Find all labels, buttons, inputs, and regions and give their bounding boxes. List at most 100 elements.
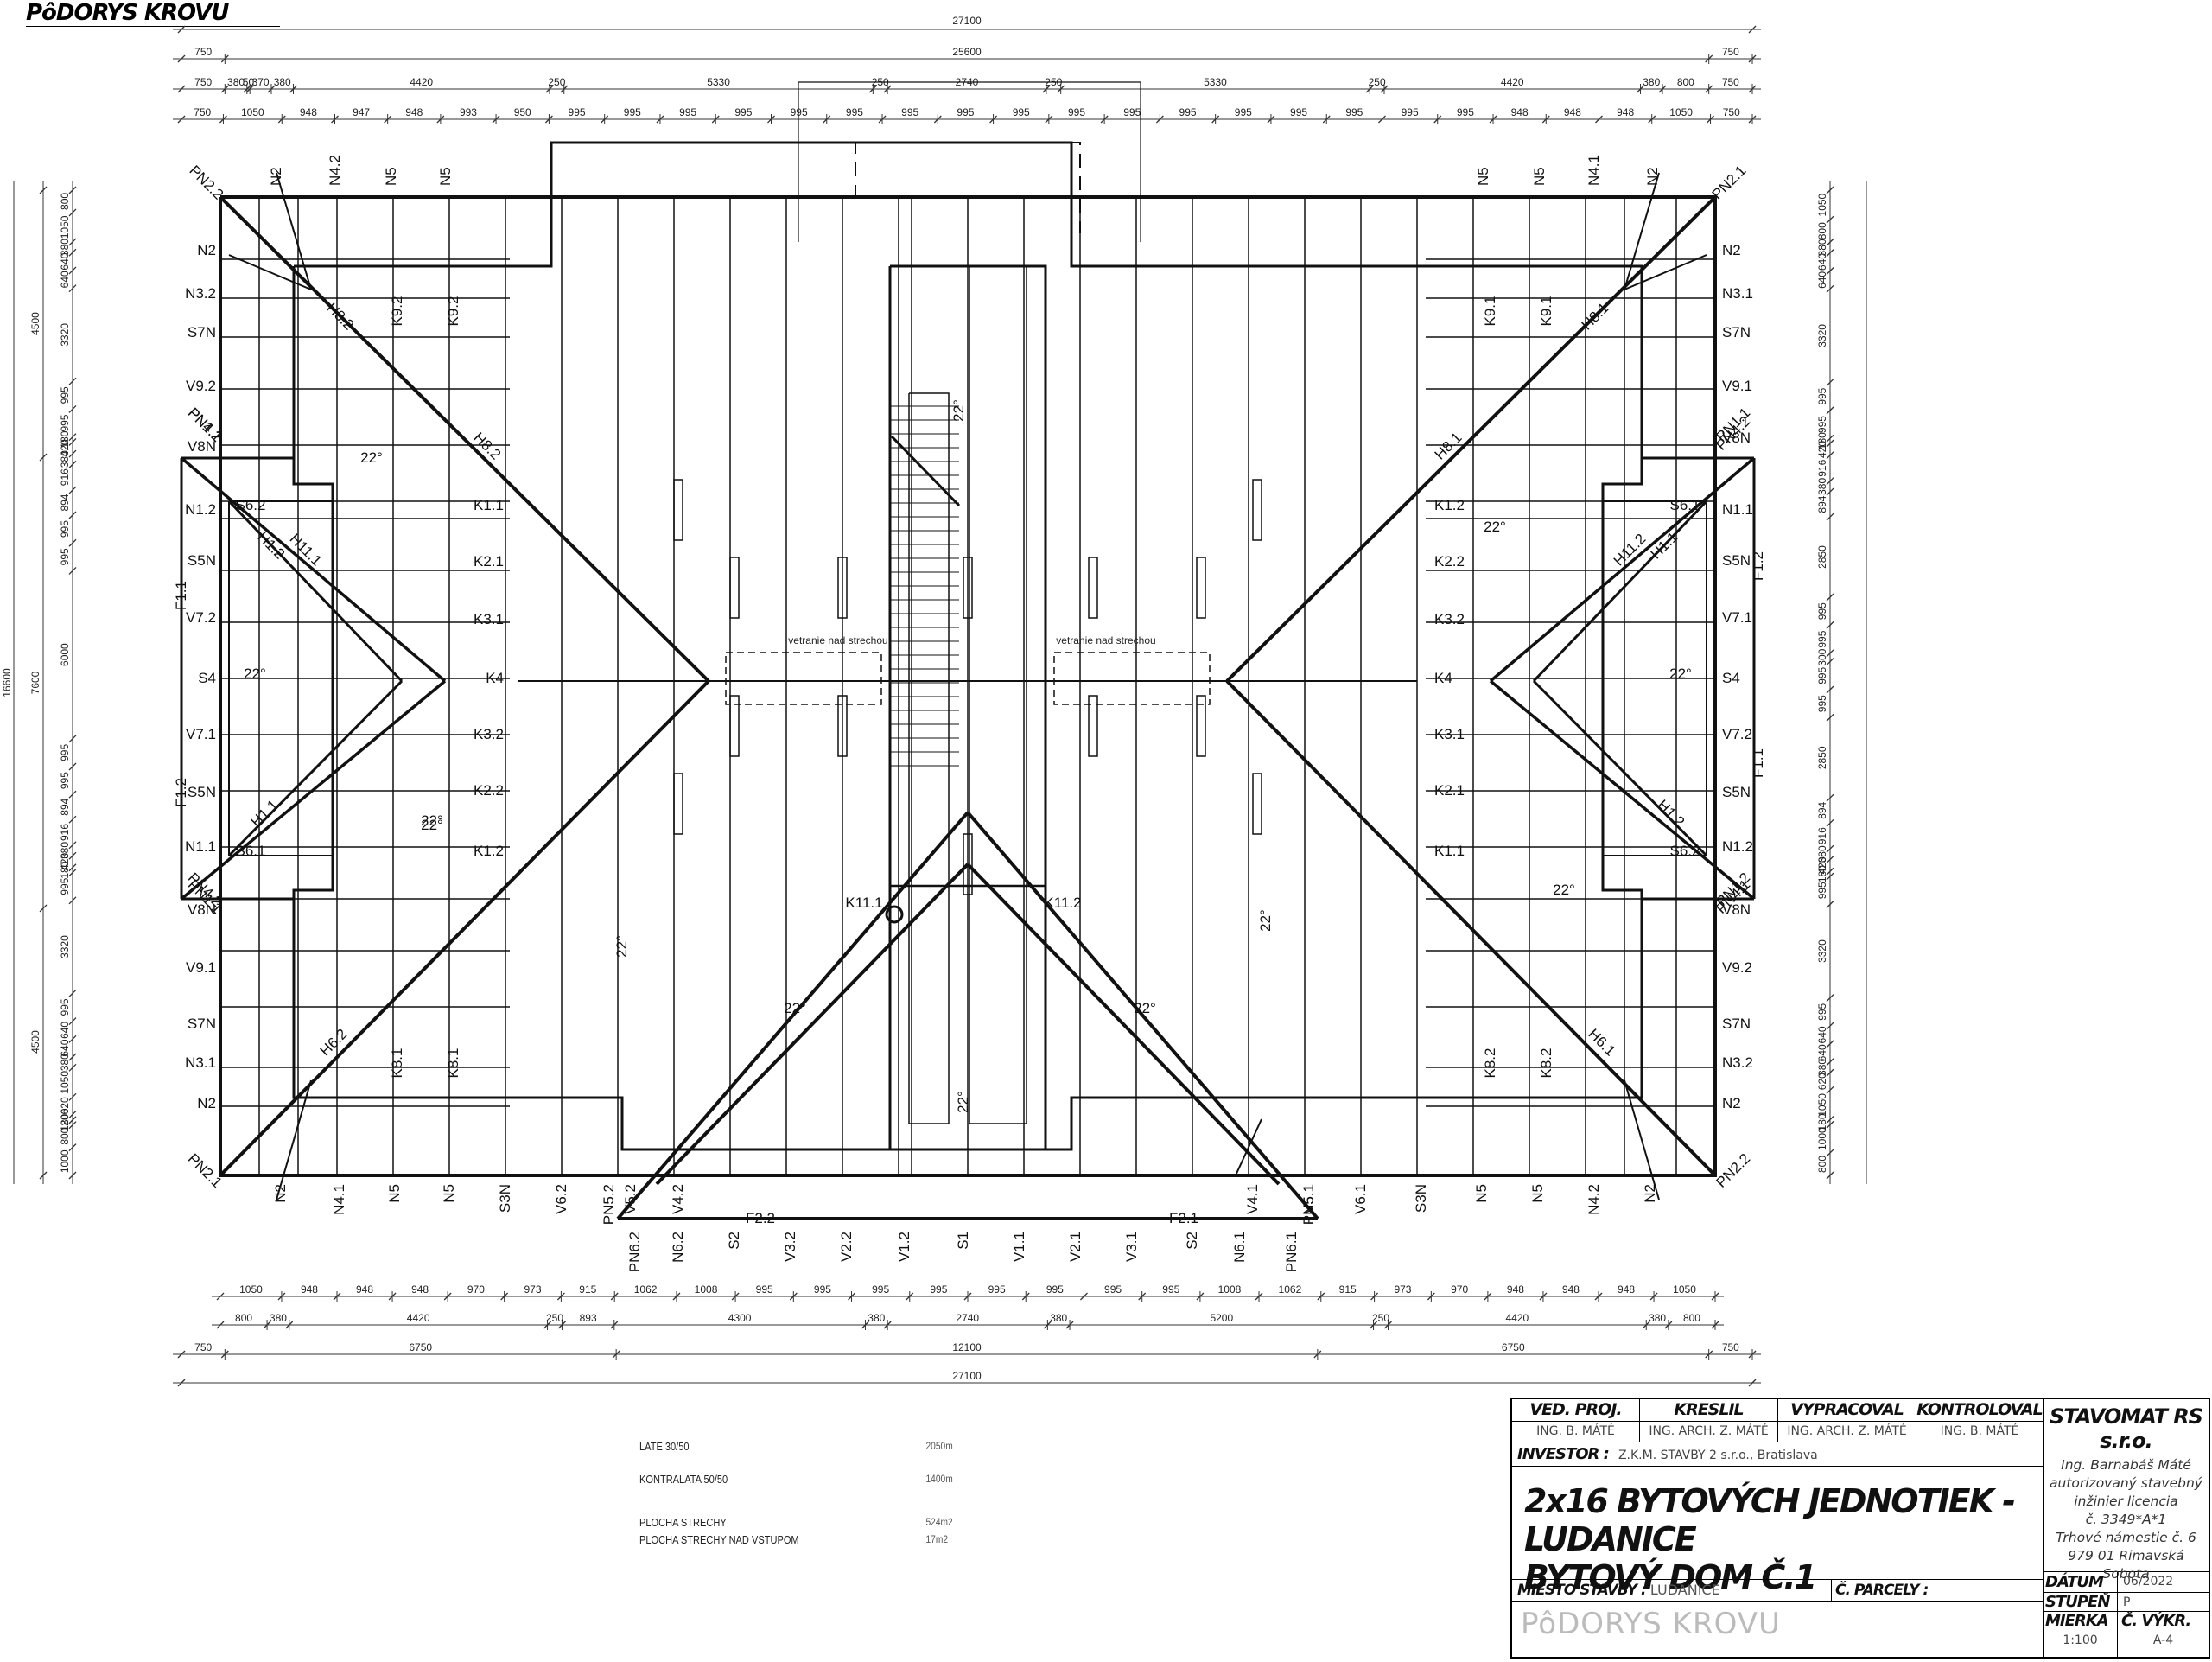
label-bottom: V6.2	[553, 1184, 569, 1214]
dim-value: 180	[59, 430, 71, 448]
corner-strut	[228, 254, 312, 290]
label-left: V8N	[188, 901, 216, 918]
date-value: 06/2022	[2118, 1572, 2209, 1593]
label-k-diag: K8.1	[389, 1048, 405, 1079]
dim-tick	[68, 815, 77, 824]
dim-value: 800	[59, 193, 71, 210]
label-left: S7N	[188, 324, 216, 341]
dim-value: 948	[405, 106, 423, 118]
label-top: PN2.1	[1709, 162, 1750, 203]
label-left: N3.2	[185, 285, 216, 302]
dim-tick	[39, 904, 48, 913]
dim-tick	[216, 1292, 225, 1301]
label-bottom: V3.1	[1123, 1232, 1140, 1262]
label-k: K3.2	[1434, 611, 1465, 627]
label-right: S5N	[1722, 784, 1751, 800]
dim-tick	[68, 762, 77, 771]
dim-value: 640	[1816, 1044, 1828, 1061]
dim-tick	[1826, 477, 1834, 486]
label-top: PN2.2	[186, 162, 226, 203]
drawing-name: PôDORYS KROVU	[1521, 1607, 1781, 1641]
dim-tick	[39, 453, 48, 462]
dim-value: 1000	[59, 1149, 71, 1173]
dim-tick	[1826, 451, 1834, 460]
dim-tick	[39, 186, 48, 194]
dim-value: 800	[1677, 76, 1694, 88]
label-k: K3.1	[1434, 726, 1465, 742]
label-left: V7.2	[186, 609, 216, 626]
dim-value: 915	[579, 1283, 596, 1296]
dim-value: 750	[194, 46, 212, 58]
entrance-hip	[966, 863, 1281, 1186]
dim-value: 915	[1339, 1283, 1357, 1296]
label-misc: S6.1	[236, 843, 266, 859]
stair-frame	[969, 265, 1027, 1124]
label-hip: H6.1	[1585, 1026, 1618, 1060]
dim-tick	[68, 248, 77, 257]
dim-tick	[1748, 1379, 1757, 1387]
label-top: N5	[1531, 167, 1548, 186]
dim-value: 420	[59, 853, 71, 870]
dim-tick	[68, 186, 77, 194]
dim-tick	[1826, 1171, 1834, 1180]
dim-value: 948	[411, 1283, 429, 1296]
label-pitch: 22°	[244, 665, 266, 682]
engineer-line: č. 3349*A*1	[2085, 1512, 2167, 1527]
tb-header: VED. PROJ.	[1512, 1399, 1640, 1422]
dim-value: 6000	[59, 643, 71, 666]
hip-rafter	[219, 679, 710, 1177]
dim-value: 620	[59, 1097, 71, 1114]
engineer-line: Ing. Barnabáš Máté	[2061, 1457, 2191, 1473]
tb-investor-row: INVESTOR : Z.K.M. STAVBY 2 s.r.o., Brati…	[1512, 1442, 2044, 1467]
wing-hip	[180, 456, 447, 683]
dim-value: 995	[846, 106, 863, 118]
label-bottom: PN5.2	[601, 1184, 617, 1225]
dim-value: 995	[1162, 1283, 1179, 1296]
tb-parcel: Č. PARCELY :	[1832, 1579, 2044, 1602]
dim-tick	[68, 841, 77, 850]
dim-tick	[68, 377, 77, 385]
dim-value: 995	[901, 106, 918, 118]
label-bottom: N2	[1642, 1184, 1658, 1203]
dim-value: 180	[59, 1113, 71, 1130]
dim-tick	[39, 1171, 48, 1180]
label-bottom: PN5.1	[1300, 1184, 1317, 1225]
label-left: S7N	[188, 1016, 216, 1032]
label-pitch: 22°	[421, 817, 443, 833]
dim-total: 16600	[1, 668, 13, 697]
label-left: F1.1	[173, 581, 189, 610]
dim-tick	[68, 1110, 77, 1118]
dim-tick	[1826, 1068, 1834, 1077]
entrance-hip	[966, 811, 1319, 1220]
dim-value: 380	[868, 1312, 885, 1324]
label-right: N3.1	[1722, 285, 1753, 302]
dim-tick	[1826, 379, 1834, 386]
vent-duct	[725, 652, 882, 705]
dim-value: 380	[1050, 1312, 1067, 1324]
dim-tick	[1826, 439, 1834, 448]
dim-value: 894	[1816, 495, 1828, 513]
tb-name: ING. B. MÁTÉ	[1916, 1422, 2044, 1442]
label-bottom: S2	[1184, 1232, 1200, 1250]
label-bottom: V6.1	[1352, 1184, 1369, 1214]
dim-value: 995	[59, 877, 71, 895]
parcel-label: Č. PARCELY :	[1835, 1582, 1929, 1599]
dim-tick	[1826, 685, 1834, 694]
dim-value: 380	[59, 842, 71, 859]
label-k-diag: K8.2	[1482, 1048, 1498, 1079]
dim-value: 916	[59, 468, 71, 486]
dim-value: 180	[1816, 865, 1828, 882]
dim-tick	[68, 486, 77, 494]
wing-hip	[227, 500, 404, 683]
label-misc: K11.1	[845, 895, 882, 911]
dim-value: 995	[1123, 106, 1141, 118]
dim-value: 6750	[409, 1341, 432, 1353]
dim-value: 6750	[1502, 1341, 1525, 1353]
label-bottom: V4.1	[1244, 1184, 1261, 1214]
place-label: MIESTO STAVBY :	[1517, 1582, 1647, 1599]
dim-tick	[1748, 25, 1757, 34]
dim-tick	[1826, 872, 1834, 881]
dim-value: 1050	[59, 215, 71, 239]
dim-value: 995	[1816, 666, 1828, 684]
